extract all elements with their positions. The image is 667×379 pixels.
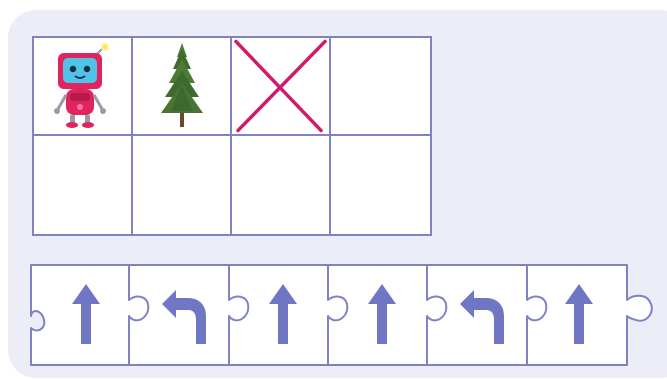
grid-cell-r1-c4[interactable] [331, 38, 430, 136]
grid-cell-r1-c3[interactable] [232, 38, 331, 136]
grid-cell-r1-c2[interactable] [133, 38, 232, 136]
robot-icon [48, 43, 118, 129]
grid-cell-r2-c1[interactable] [34, 136, 133, 234]
grid-cell-r2-c4[interactable] [331, 136, 430, 234]
grid-cell-r2-c3[interactable] [232, 136, 331, 234]
cross-mark-icon [232, 38, 329, 135]
grid-cell-r1-c1[interactable] [34, 38, 133, 136]
grid-cell-r2-c2[interactable] [133, 136, 232, 234]
command-strip [30, 264, 667, 366]
game-grid [32, 36, 432, 236]
pine-tree-icon [155, 41, 209, 131]
